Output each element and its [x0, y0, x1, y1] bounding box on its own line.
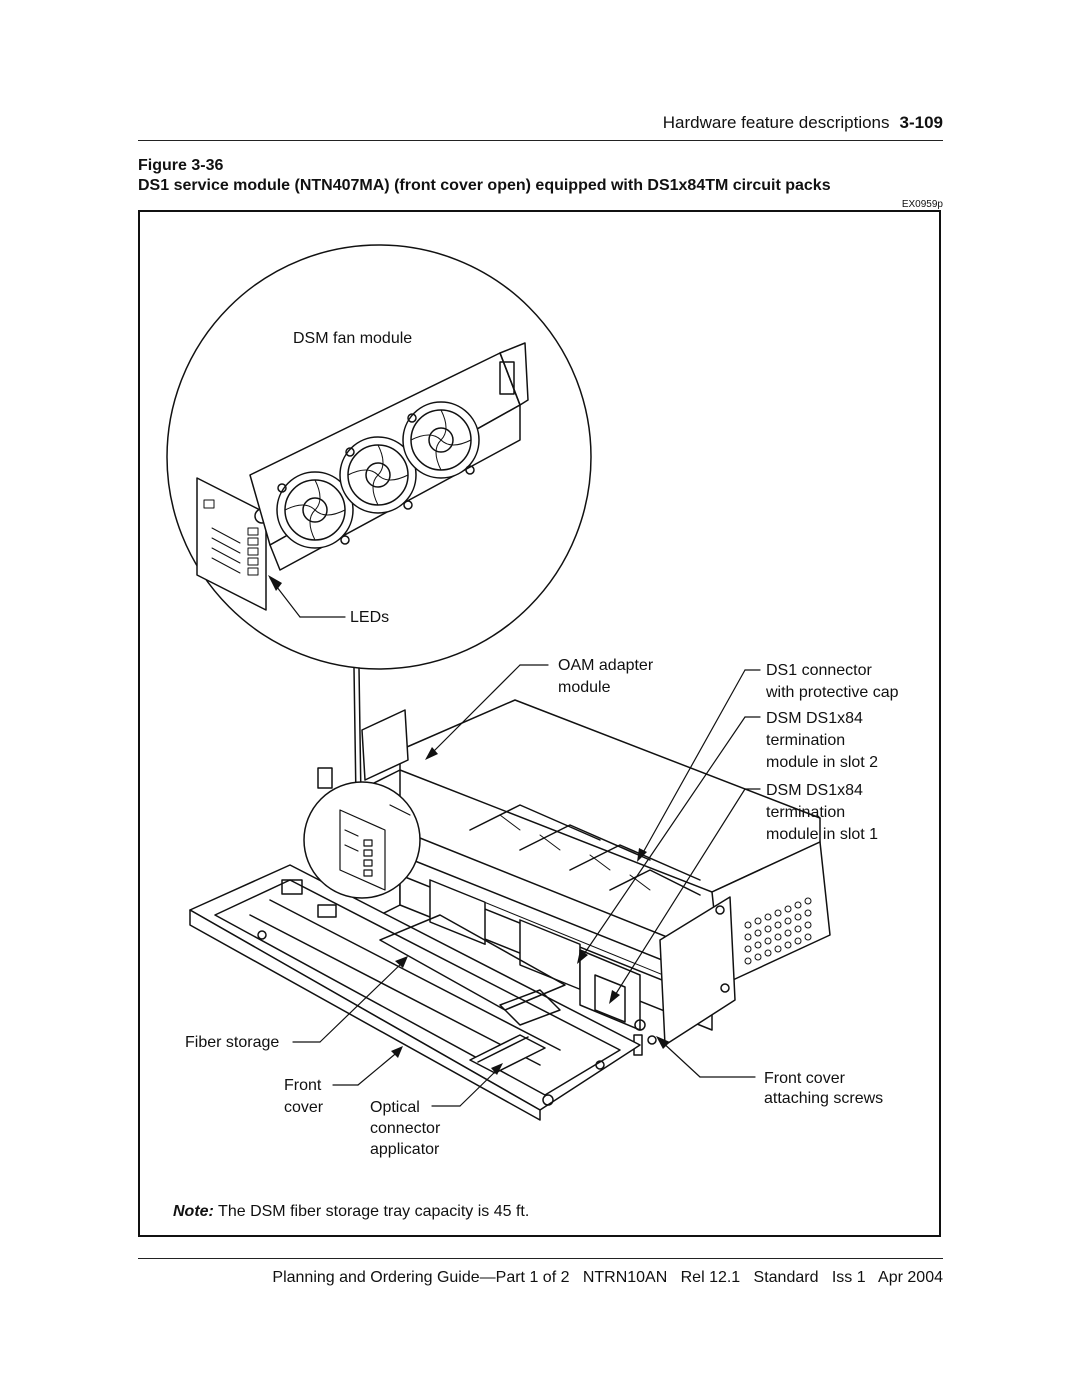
- label-front-cover-line1: Front: [284, 1077, 322, 1094]
- label-term-slot2-line3: module in slot 2: [766, 754, 879, 771]
- label-front-cover-line2: cover: [284, 1099, 324, 1116]
- label-fan-module: DSM fan module: [293, 330, 413, 347]
- label-oam-line2: module: [558, 679, 611, 696]
- label-ds1-connector-line1: DS1 connector: [766, 662, 872, 679]
- page-number: 3-109: [899, 113, 943, 132]
- header-rule: [138, 140, 943, 141]
- footer-rule: [138, 1258, 943, 1259]
- label-fiber-storage: Fiber storage: [185, 1034, 280, 1051]
- label-screws-line1: Front cover: [764, 1070, 845, 1087]
- label-term-slot1-line2: termination: [766, 804, 846, 821]
- label-screws-line2: attaching screws: [764, 1090, 884, 1107]
- note-prefix: Note:: [173, 1203, 214, 1220]
- label-leds: LEDs: [350, 609, 390, 626]
- zoom-connector-line-2: [358, 667, 362, 801]
- front-cover-drawing: [189, 864, 641, 1121]
- label-optical-line3: applicator: [370, 1141, 440, 1158]
- figure-frame: [138, 210, 941, 1237]
- figure-id: EX0959p: [901, 199, 943, 210]
- label-term-slot2-line1: DSM DS1x84: [766, 710, 863, 727]
- callout-arrowheads: [268, 575, 670, 1075]
- fan-module-drawing: [196, 342, 529, 611]
- label-oam-line1: OAM adapter: [558, 657, 654, 674]
- zoom-connector-line: [353, 667, 357, 801]
- figure-title: DS1 service module (NTN407MA) (front cov…: [138, 177, 831, 194]
- label-optical-line2: connector: [370, 1120, 441, 1137]
- label-term-slot1-line3: module in slot 1: [766, 826, 879, 843]
- label-term-slot2-line2: termination: [766, 732, 846, 749]
- running-header: Hardware feature descriptions 3-109: [663, 113, 943, 133]
- note-text: The DSM fiber storage tray capacity is 4…: [213, 1203, 530, 1220]
- fan-drawing: [276, 401, 480, 549]
- small-circle-drawing: [339, 804, 411, 891]
- section-title: Hardware feature descriptions: [662, 113, 890, 132]
- page-footer: Planning and Ordering Guide—Part 1 of 2 …: [272, 1269, 943, 1286]
- figure-note: Note: The DSM fiber storage tray capacit…: [173, 1203, 529, 1221]
- label-ds1-connector-line2: with protective cap: [766, 684, 899, 701]
- figure-number: Figure 3-36: [138, 157, 224, 174]
- label-term-slot1-line1: DSM DS1x84: [766, 782, 863, 799]
- label-optical-line1: Optical: [370, 1099, 420, 1116]
- callout-leaders: [269, 577, 761, 1107]
